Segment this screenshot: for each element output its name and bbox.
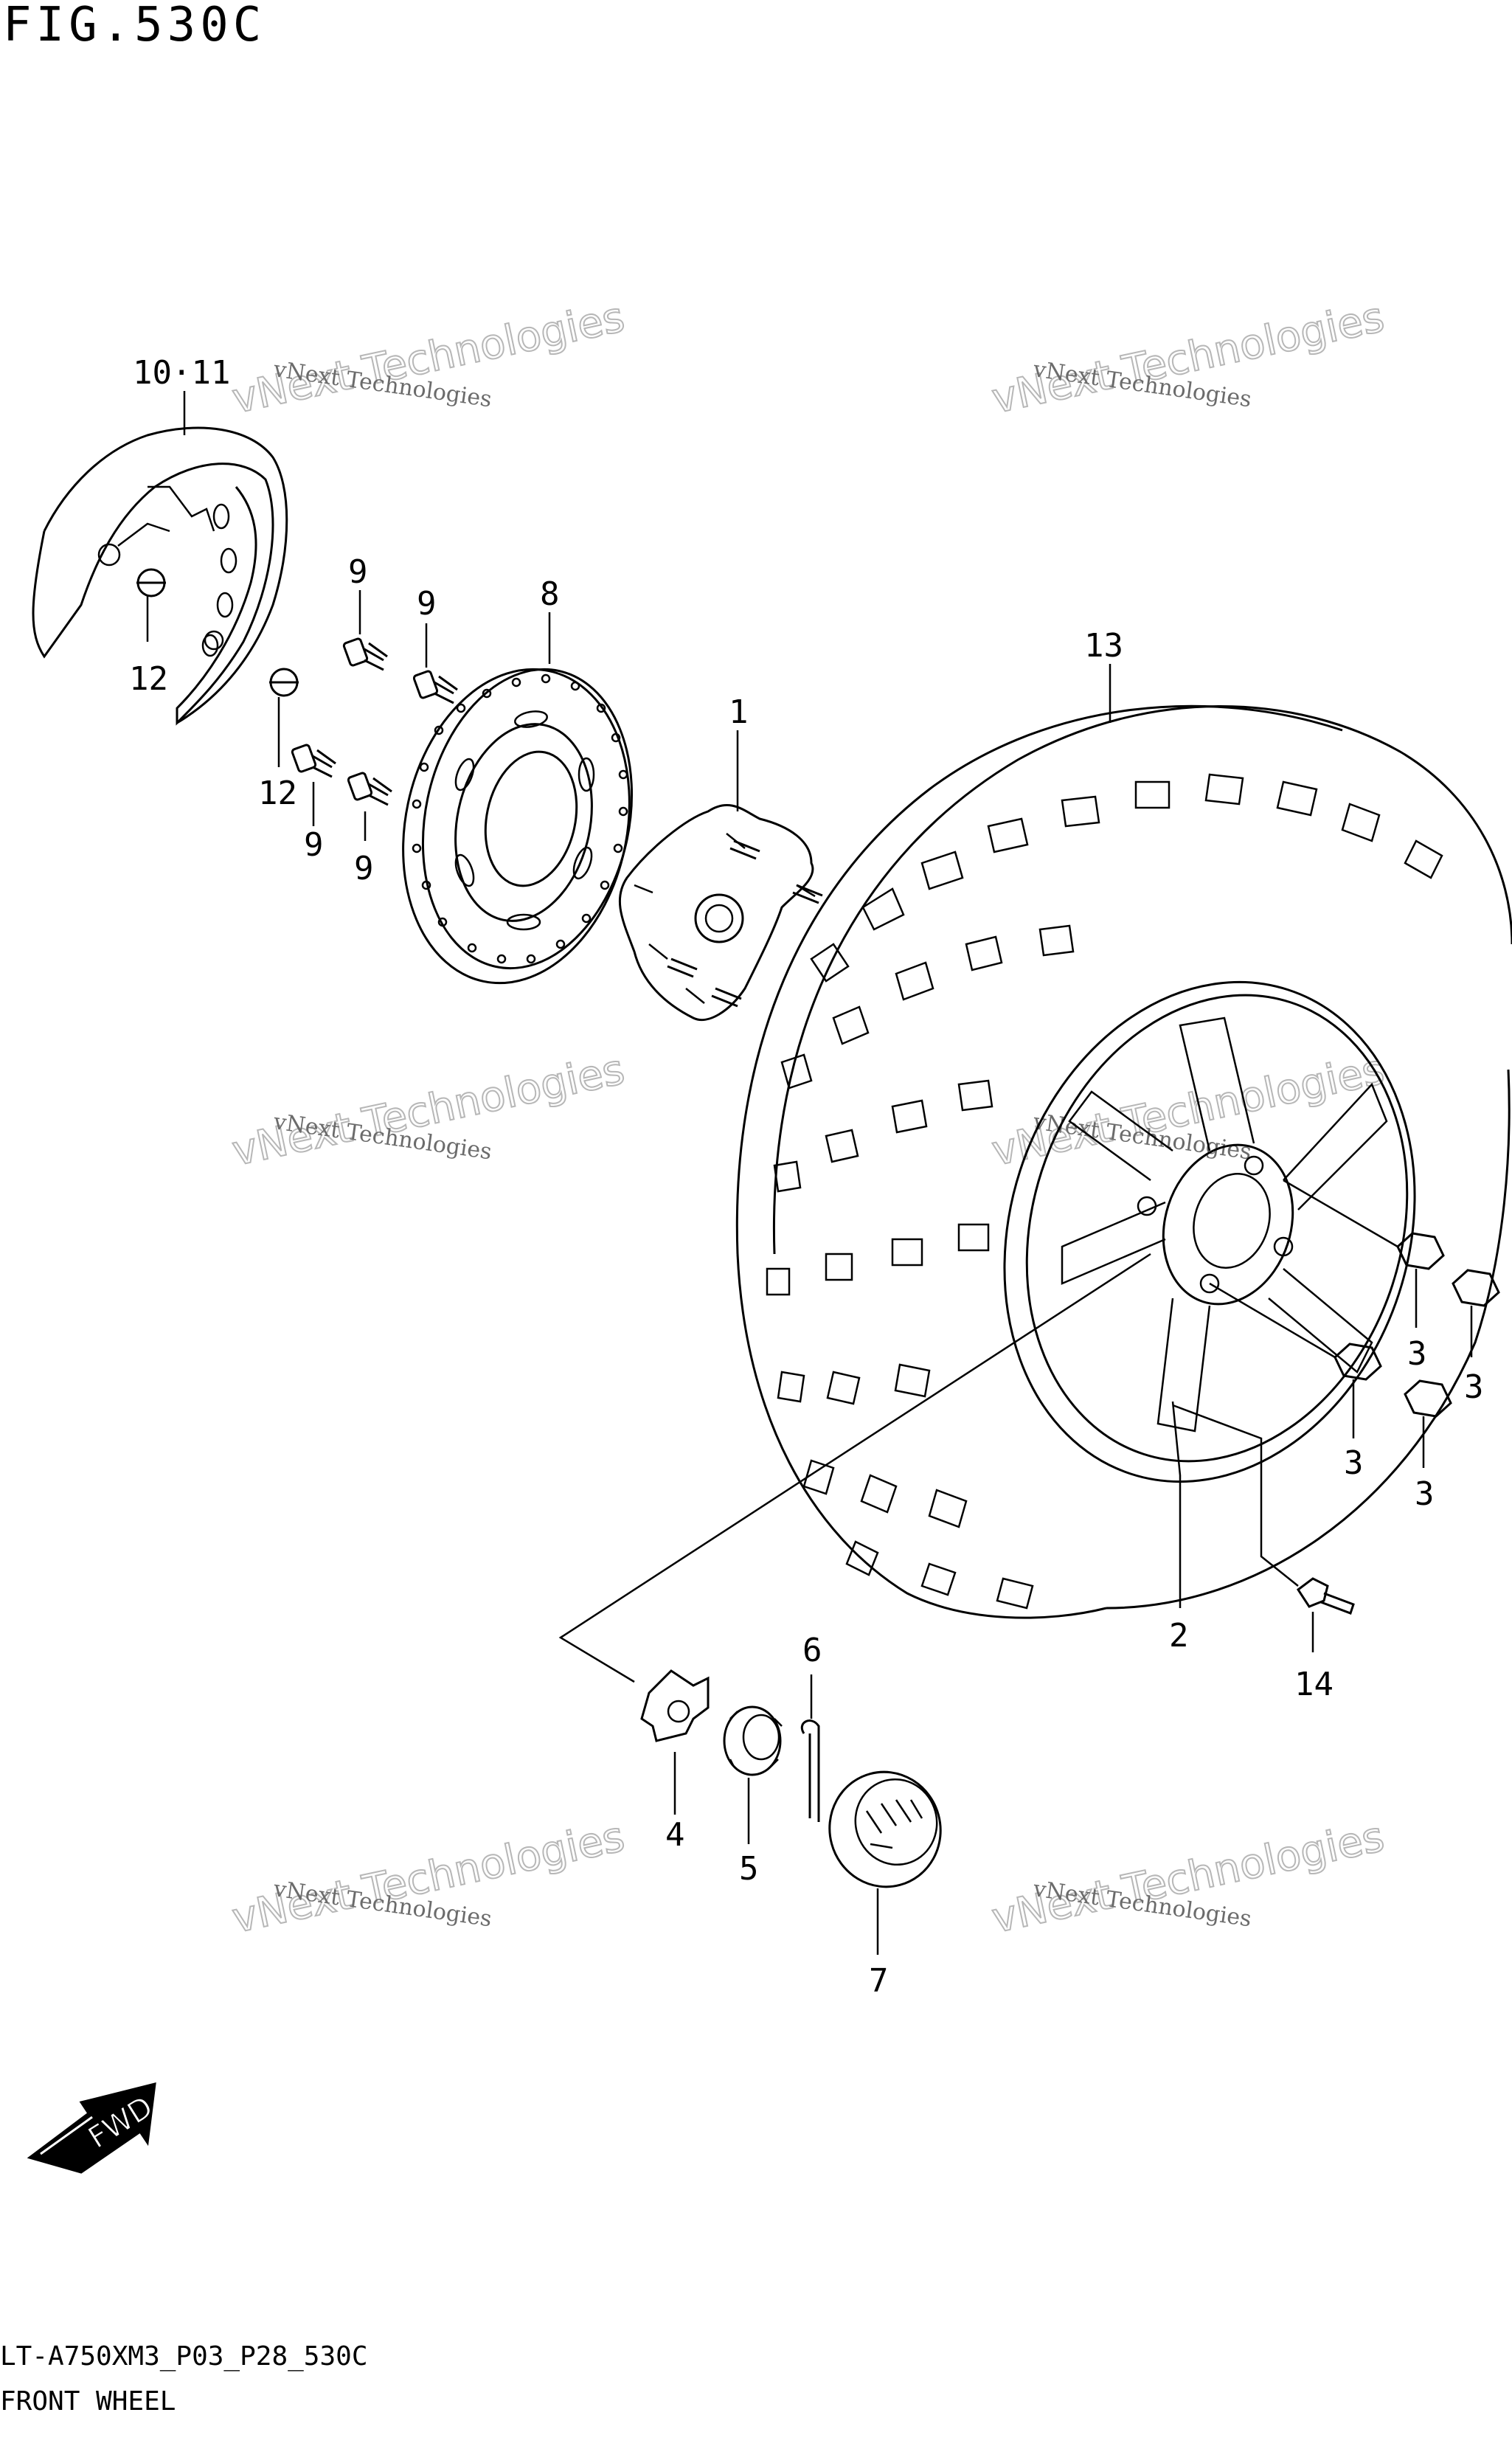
callout-10-11: 10·11 <box>133 354 230 392</box>
hub-cap <box>828 1770 942 1955</box>
screw-12-lower <box>269 668 299 767</box>
watermark-low-right: vNext Technologies vNext Technologies <box>987 1812 1389 1944</box>
fwd-direction-arrow: FWD <box>27 2082 159 2174</box>
brake-disc <box>402 668 634 985</box>
figure-name: FRONT WHEEL <box>0 2386 176 2417</box>
axle-leader-line <box>558 1253 1151 1683</box>
rim-spokes <box>1061 1016 1388 1433</box>
bolt-9-a <box>342 590 388 671</box>
callout-7: 7 <box>869 1962 889 2000</box>
tire-tread-blocks <box>766 773 1443 1610</box>
rim-leader-line <box>1171 1401 1182 1608</box>
callout-6: 6 <box>802 1632 822 1669</box>
disc-holes <box>412 673 628 964</box>
cotter-pin <box>801 1674 820 1822</box>
callout-9-b: 9 <box>417 585 437 623</box>
watermark-top-right: vNext Technologies vNext Technologies <box>987 293 1389 424</box>
bolt-9-d <box>347 772 392 841</box>
callout-12-lower: 12 <box>258 775 297 812</box>
wheel-nut-3-c <box>1209 1282 1382 1438</box>
callout-3-c: 3 <box>1344 1444 1364 1482</box>
model-code: LT-A750XM3_P03_P28_530C <box>0 2341 368 2372</box>
callout-9-d: 9 <box>354 850 374 887</box>
front-tire <box>735 704 1512 1619</box>
callout-9-c: 9 <box>304 826 324 864</box>
screw-12-upper <box>136 568 166 642</box>
callout-4: 4 <box>665 1816 685 1854</box>
wheel-nut-3-b <box>1452 1269 1500 1357</box>
callout-3-b: 3 <box>1464 1368 1484 1406</box>
callout-3-a: 3 <box>1407 1335 1427 1373</box>
tire-valve <box>1172 1404 1355 1652</box>
watermark-top-left: vNext Technologies vNext Technologies <box>227 293 629 424</box>
watermarks: vNext Technologies vNext Technologies vN… <box>227 293 1389 1944</box>
callout-5: 5 <box>739 1850 759 1888</box>
brake-disc-cover <box>32 426 288 726</box>
wheel-nut-3-a <box>1283 1179 1445 1328</box>
callout-13: 13 <box>1084 627 1123 665</box>
callout-3-d: 3 <box>1415 1475 1435 1513</box>
callout-12-upper: 12 <box>129 660 168 698</box>
wheel-nut-3-d <box>1404 1379 1452 1468</box>
wheel-hub <box>618 803 823 1022</box>
callout-2: 2 <box>1169 1617 1189 1655</box>
axle-washer <box>640 1669 710 1815</box>
callout-labels: 10·11 12 12 9 9 9 9 8 1 13 3 3 3 3 2 14 … <box>129 354 1484 2000</box>
callout-8: 8 <box>540 575 560 613</box>
callout-9-a: 9 <box>348 553 368 591</box>
bolt-9-c <box>291 744 336 826</box>
castle-nut <box>723 1705 783 1844</box>
callout-14: 14 <box>1294 1666 1334 1703</box>
bolt-9-b <box>412 623 458 704</box>
disc-slots <box>454 710 595 931</box>
wheel-studs <box>667 839 823 1008</box>
watermark-low-left: vNext Technologies vNext Technologies <box>227 1812 629 1944</box>
callout-1: 1 <box>729 693 749 731</box>
figure-title: FIG.530C <box>3 0 266 52</box>
wheel-rim <box>1003 980 1416 1483</box>
watermark-mid-left: vNext Technologies vNext Technologies <box>227 1045 629 1177</box>
